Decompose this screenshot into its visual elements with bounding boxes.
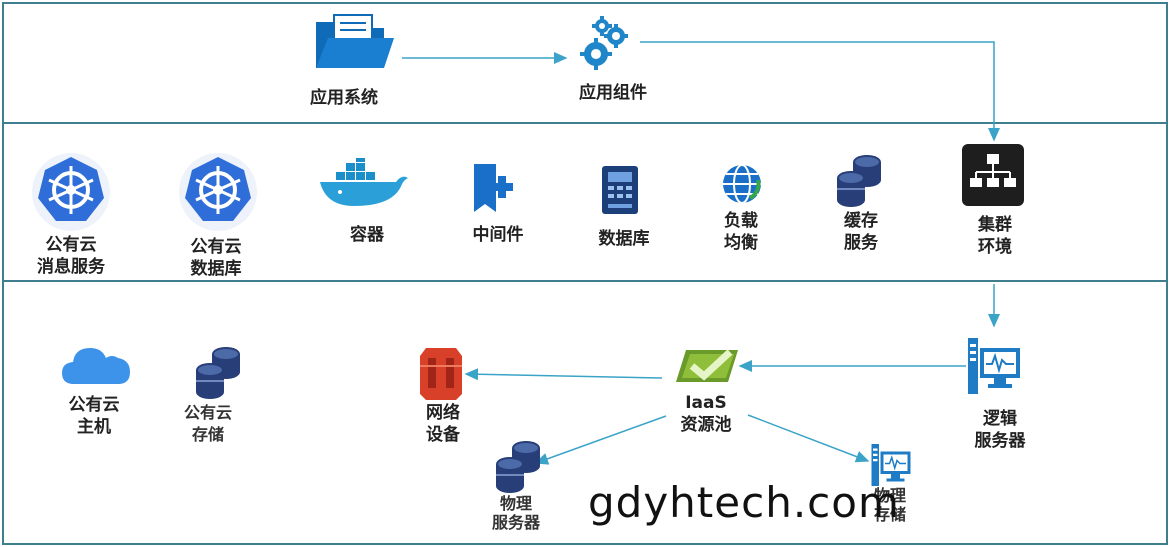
cluster-icon [962, 144, 1024, 206]
cloud-msg-label: 公有云 消息服务 [37, 235, 105, 277]
kubernetes-icon [32, 153, 110, 231]
arrow-iaas-to-network [464, 368, 663, 381]
arrow-iaas-to-physical-server [534, 415, 667, 465]
arrow-component-to-cluster [640, 41, 1000, 142]
kubernetes-icon [179, 153, 257, 231]
database-server-icon [602, 166, 638, 214]
app-component-label: 应用组件 [579, 83, 647, 103]
logic-server-label: 逻辑 服务器 [974, 409, 1026, 451]
database-label: 数据库 [598, 229, 650, 249]
cloud-db-label: 公有云 数据库 [190, 237, 242, 279]
cloud-icon [62, 348, 130, 384]
physical-storage-label: 物理 存储 [873, 486, 907, 524]
middleware-icon [474, 164, 513, 212]
gears-icon [580, 16, 628, 70]
load-balance-label: 负载 均衡 [724, 211, 758, 253]
cluster-label: 集群 环境 [978, 215, 1012, 257]
database-stack-icon [196, 347, 240, 399]
network-device-icon [420, 348, 462, 400]
cloud-storage-label: 公有云 存储 [183, 403, 233, 444]
folder-icon [316, 14, 394, 68]
database-stack-icon [496, 441, 540, 493]
docker-icon [320, 158, 408, 206]
infrastructure-layer [2, 280, 1168, 545]
globe-icon [723, 164, 761, 204]
watermark: gdyhtech.com [588, 478, 900, 527]
app-system-label: 应用系统 [310, 88, 378, 108]
iaas-check-icon [676, 349, 738, 382]
database-stack-icon [837, 155, 881, 207]
cache-label: 缓存 服务 [844, 211, 878, 253]
arrow-iaas-to-physical-storage [747, 414, 870, 463]
network-label: 网络 设备 [426, 403, 460, 445]
cloud-host-label: 公有云 主机 [68, 395, 120, 437]
iaas-label: IaaS 资源池 [680, 393, 732, 435]
logic-server-icon [968, 338, 1020, 394]
physical-server-label: 物理 服务器 [491, 494, 541, 532]
container-label: 容器 [350, 225, 384, 245]
middleware-label: 中间件 [472, 225, 524, 245]
physical-storage-icon [871, 444, 911, 486]
